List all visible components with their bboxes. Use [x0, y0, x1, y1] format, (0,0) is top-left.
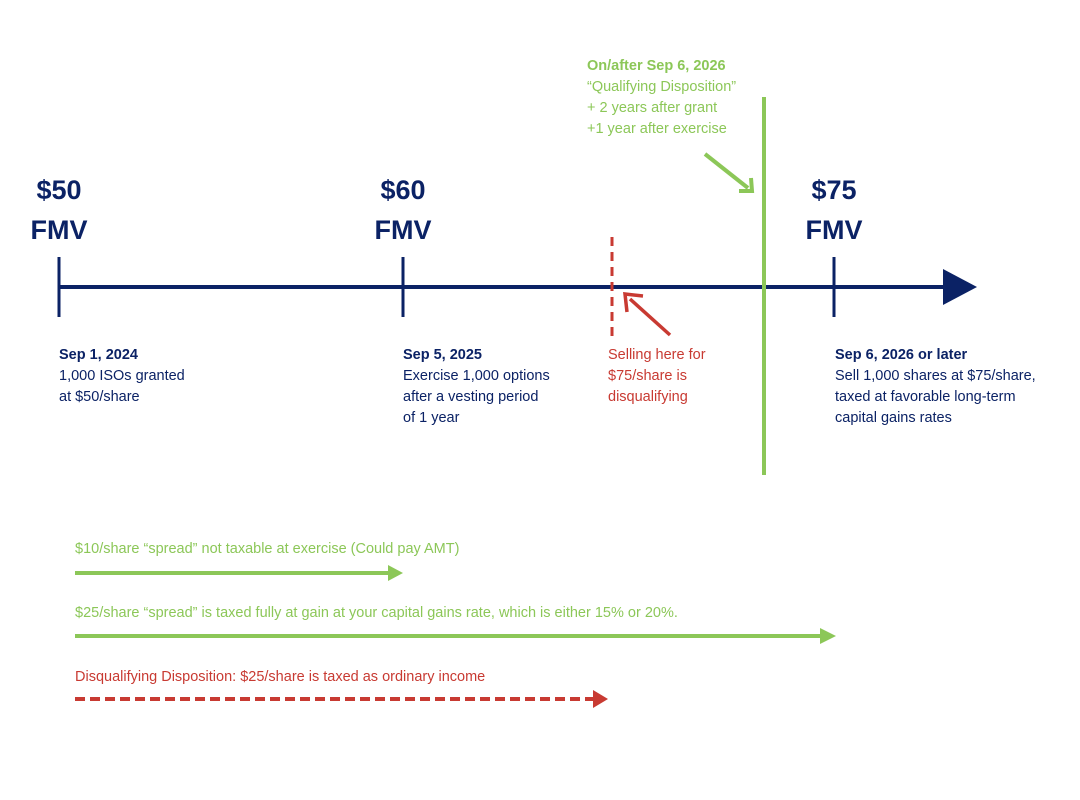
disqualifying-note-line: $75/share is: [608, 368, 687, 384]
event-line: of 1 year: [403, 410, 460, 426]
disqualifying-note-line: disqualifying: [608, 389, 688, 405]
price-label: FMV: [30, 215, 88, 245]
event-line: at $50/share: [59, 389, 140, 405]
legend-arrow-2-head-icon: [820, 628, 836, 644]
qualifying-note: On/after Sep 6, 2026 “Qualifying Disposi…: [587, 56, 736, 140]
price-label: FMV: [805, 215, 863, 245]
event-date: Sep 6, 2026 or later: [835, 347, 968, 363]
event-line: 1,000 ISOs granted: [59, 368, 185, 384]
disqualifying-note-line: Selling here for: [608, 347, 706, 363]
event-date: Sep 5, 2025: [403, 347, 482, 363]
price-marker-grant: $50 FMV: [19, 170, 99, 250]
qualifying-pointer-arrowhead-icon: [739, 177, 755, 193]
event-line: Exercise 1,000 options: [403, 368, 550, 384]
event-grant: Sep 1, 2024 1,000 ISOs granted at $50/sh…: [59, 345, 185, 408]
price-value: $60: [380, 175, 426, 205]
legend-label-disqualifying: Disqualifying Disposition: $25/share is …: [75, 669, 486, 685]
price-value: $75: [811, 175, 857, 205]
legend-label-capital-gains: $25/share “spread” is taxed fully at gai…: [75, 605, 678, 621]
price-label: FMV: [374, 215, 432, 245]
event-line: taxed at favorable long-term: [835, 389, 1016, 405]
event-exercise: Sep 5, 2025 Exercise 1,000 options after…: [403, 345, 550, 429]
qualifying-pointer-arrow-icon: [703, 152, 750, 190]
event-line: Sell 1,000 shares at $75/share,: [835, 368, 1036, 384]
event-sale: Sep 6, 2026 or later Sell 1,000 shares a…: [835, 345, 1036, 429]
legend-arrow-1-head-icon: [388, 565, 403, 581]
price-marker-sale: $75 FMV: [794, 170, 874, 250]
legend-label-amt-spread: $10/share “spread” not taxable at exerci…: [75, 541, 460, 557]
event-date: Sep 1, 2024: [59, 347, 138, 363]
price-marker-exercise: $60 FMV: [363, 170, 443, 250]
disqualifying-pointer-arrowhead-icon: [623, 292, 644, 313]
timeline-arrowhead-icon: [943, 269, 977, 305]
disqualifying-note: Selling here for $75/share is disqualify…: [608, 345, 706, 408]
event-line: capital gains rates: [835, 410, 952, 426]
qualifying-note-heading: On/after Sep 6, 2026: [587, 58, 726, 74]
price-value: $50: [36, 175, 82, 205]
qualifying-note-line: + 2 years after grant: [587, 100, 718, 116]
qualifying-note-line: “Qualifying Disposition”: [587, 79, 737, 95]
event-line: after a vesting period: [403, 389, 539, 405]
disqualifying-pointer-arrow-icon: [628, 297, 672, 337]
qualifying-note-line: +1 year after exercise: [587, 121, 727, 137]
legend-arrow-3-head-icon: [593, 690, 608, 708]
